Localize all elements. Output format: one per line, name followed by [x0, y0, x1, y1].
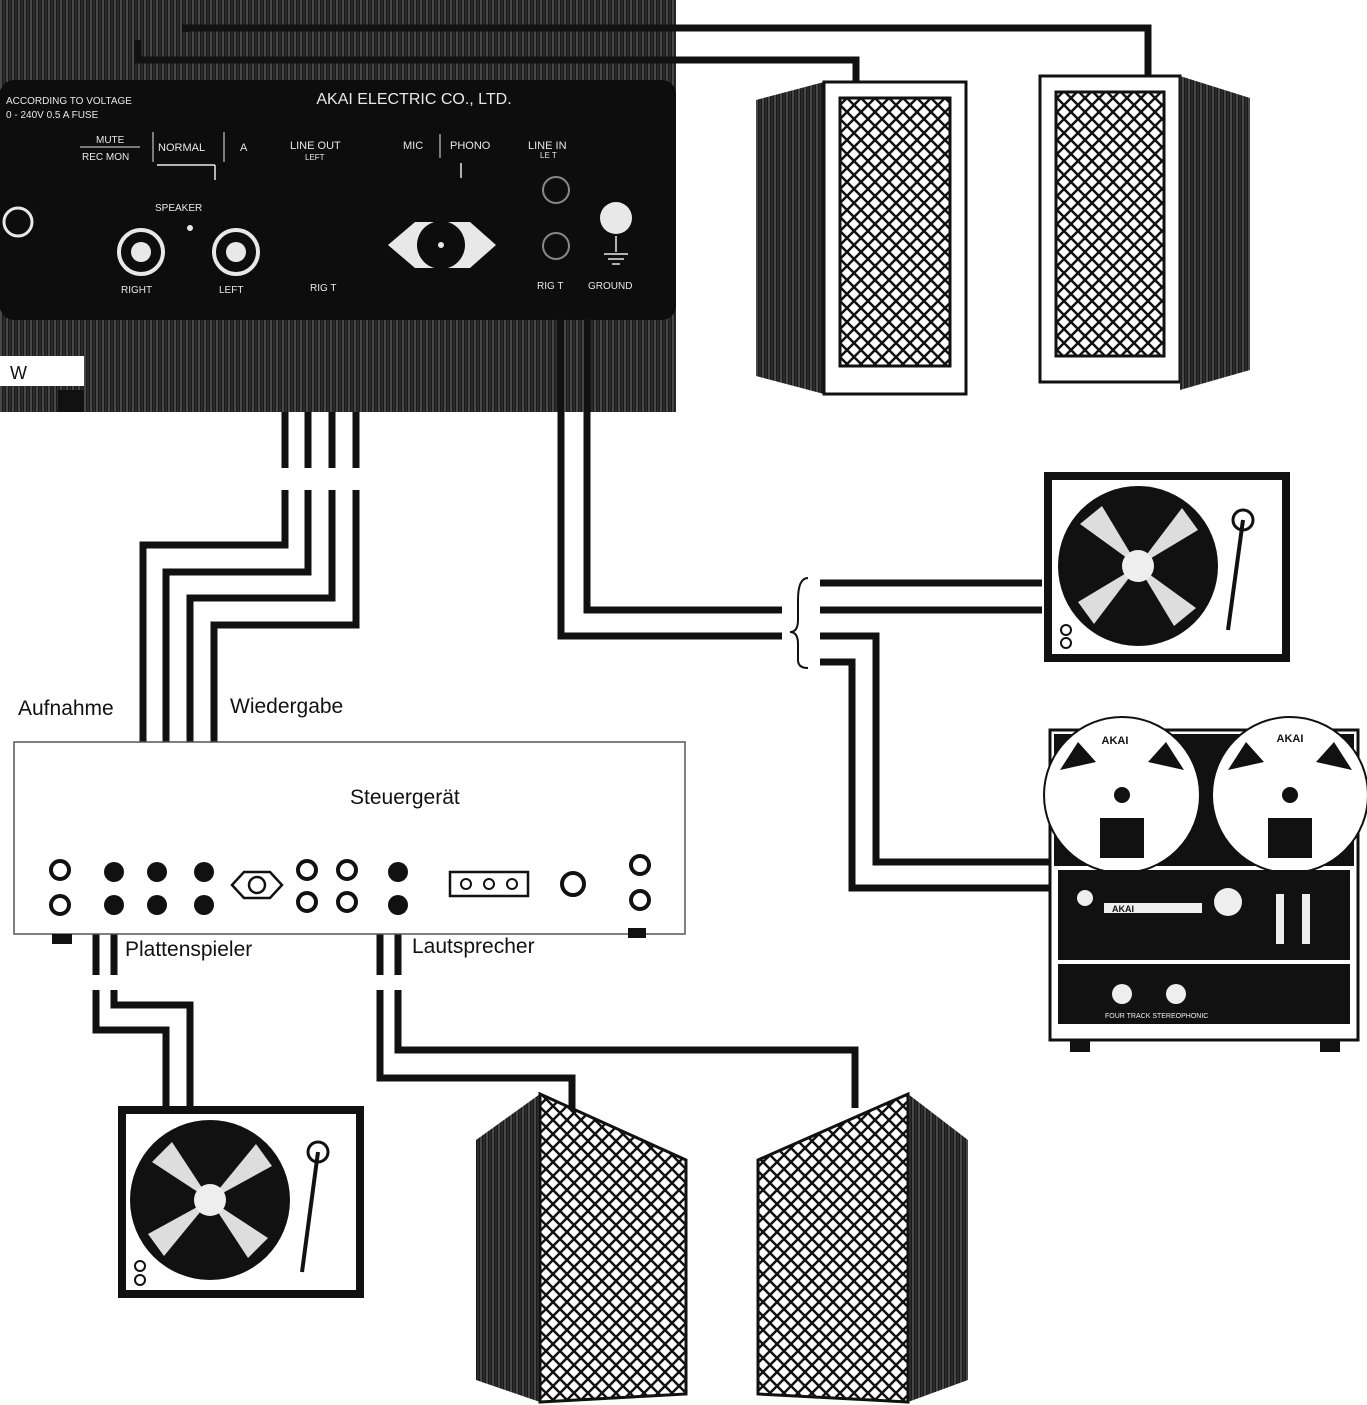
- cable-lautsprecher-2: [394, 990, 859, 1108]
- steuergeraet-unit: [13, 741, 686, 944]
- cable-linein-1: [557, 318, 782, 640]
- bracket-connector: [789, 577, 809, 669]
- tape-deck-controls: [1058, 964, 1350, 1024]
- cable-plattenspieler-1: [92, 990, 170, 1106]
- tape-reel-right-brand: AKAI: [1277, 733, 1304, 745]
- turntable-right: [1044, 472, 1290, 662]
- w-label-text: W: [10, 363, 27, 383]
- tape-deck: AKAI AKAI AKAI FOUR TRACK STEREOPHONIC: [1043, 716, 1367, 1052]
- steuergeraet-jacks: [49, 854, 651, 916]
- amp-right-3-text: RIG T: [537, 281, 563, 292]
- tape-deck-footer: FOUR TRACK STEREOPHONIC: [1105, 1013, 1208, 1020]
- ground-terminal: [600, 202, 632, 234]
- amp-le-text: LE T: [540, 151, 557, 160]
- tape-deck-head-block: [1058, 870, 1350, 960]
- turntable-bottom: [118, 1106, 364, 1298]
- amp-ground-text: GROUND: [588, 281, 632, 292]
- amp-right-2-text: RIG T: [310, 283, 336, 294]
- amp-line-in-text: LINE IN: [528, 140, 567, 152]
- power-outlet: [2, 206, 34, 238]
- cable-plattenspieler-2: [110, 990, 194, 1106]
- amp-mic-text: MIC: [403, 140, 423, 152]
- amp-rec-mon-text: REC MON: [82, 152, 129, 163]
- amp-voltage-line1: ACCORDING TO VOLTAGE: [6, 96, 132, 107]
- label-aufnahme: Aufnahme: [18, 697, 114, 720]
- cable-to-tapedeck-2: [820, 658, 1050, 892]
- amp-brand-text: AKAI ELECTRIC CO., LTD.: [316, 91, 511, 108]
- amp-speaker-text: SPEAKER: [155, 203, 202, 214]
- steuergeraet-power-socket: [448, 870, 530, 898]
- cable-linein-2: [583, 318, 782, 614]
- steuergeraet-din-socket: [230, 870, 284, 900]
- speaker-left-terminal: [212, 228, 260, 276]
- w-label-box: [0, 356, 84, 386]
- cable-lineout-1: [139, 490, 289, 868]
- cables: [92, 24, 1152, 1110]
- top-speaker-left: [756, 80, 968, 396]
- line-in-left-jack: [542, 176, 570, 204]
- amp-a-text: A: [240, 142, 248, 154]
- amp-right-1-text: RIGHT: [121, 285, 152, 296]
- amp-normal-text: NORMAL: [158, 142, 205, 154]
- tape-deck-brand: AKAI: [1112, 904, 1134, 914]
- bottom-speaker-right: [756, 1091, 968, 1404]
- label-steuergeraet: Steuergerät: [350, 786, 460, 809]
- amp-left-1-text: LEFT: [219, 285, 243, 296]
- cable-amp-to-top-speaker-right: [181, 24, 1152, 78]
- amplifier-connector-panel: [0, 80, 676, 320]
- cable-to-tapedeck-1: [820, 632, 1050, 866]
- cable-lautsprecher-1: [376, 990, 576, 1110]
- label-lautsprecher: Lautsprecher: [412, 935, 535, 958]
- label-plattenspieler: Plattenspieler: [125, 938, 253, 961]
- amp-line-out-text: LINE OUT: [290, 140, 341, 152]
- amp-voltage-line2: 0 - 240V 0.5 A FUSE: [6, 110, 99, 121]
- top-speaker-right: [1038, 74, 1250, 390]
- label-wiedergabe: Wiedergabe: [230, 695, 344, 718]
- bottom-speaker-left: [476, 1091, 688, 1404]
- line-in-right-jack: [542, 232, 570, 260]
- cable-lineout-2: [162, 490, 312, 905]
- amp-mute-text: MUTE: [96, 135, 125, 146]
- speaker-right-terminal: [117, 228, 165, 276]
- amp-left-small-text: LEFT: [305, 153, 325, 162]
- amp-phono-text: PHONO: [450, 140, 491, 152]
- cable-amp-to-top-speaker-left: [134, 40, 860, 82]
- tape-reel-left-brand: AKAI: [1102, 735, 1129, 747]
- amplifier-rear-panel: AKAI ELECTRIC CO., LTD. ACCORDING TO VOL…: [0, 0, 676, 412]
